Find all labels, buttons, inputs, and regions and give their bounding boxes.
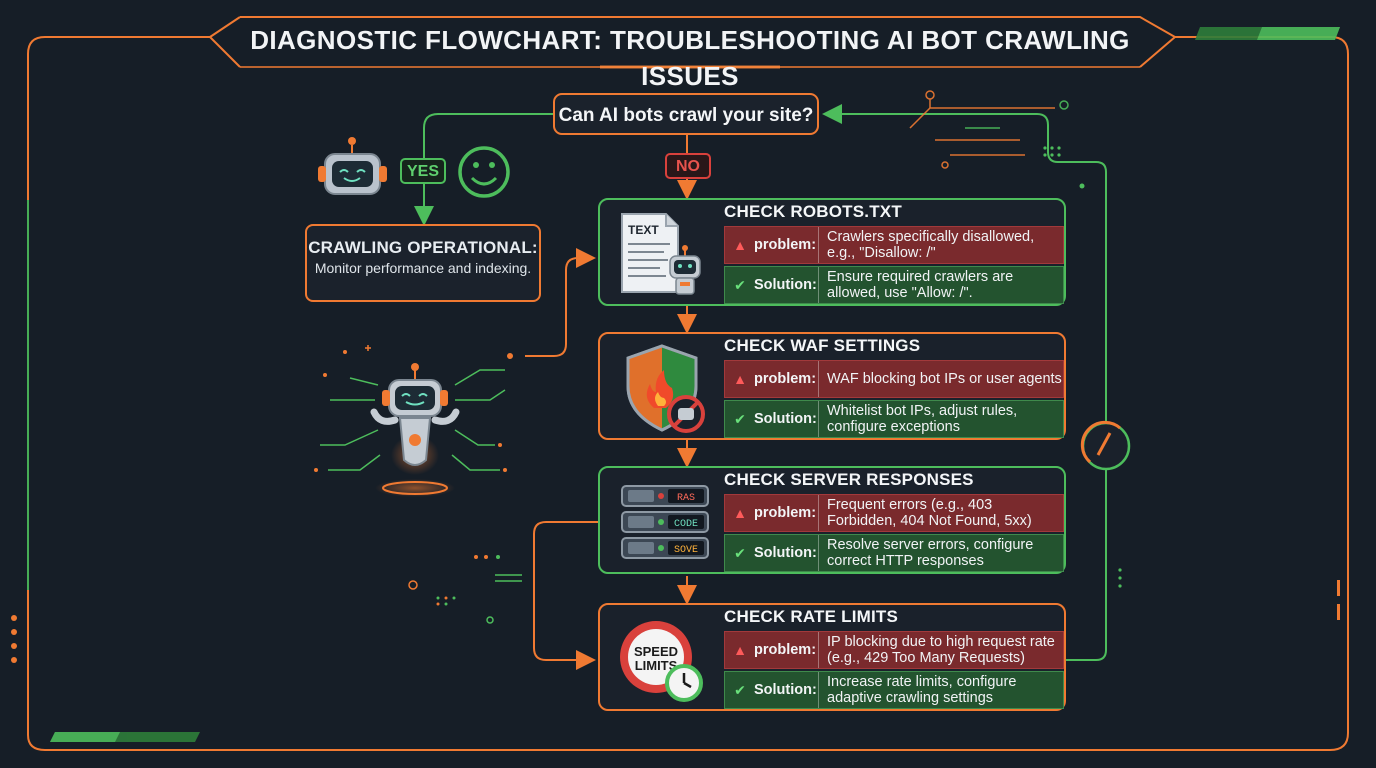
warning-icon: ▲: [733, 642, 747, 658]
problem-row: ▲ problem: IP blocking due to high reques…: [724, 631, 1064, 669]
problem-text: IP blocking due to high request rate (e.…: [827, 634, 1055, 666]
problem-label: problem:: [754, 371, 817, 387]
solution-text: Ensure required crawlers are allowed, us…: [827, 269, 1014, 301]
problem-row: ▲ problem: Frequent errors (e.g., 403 For…: [724, 494, 1064, 532]
step-check-waf-settings: CHECK WAF SETTINGS ▲ problem: WAF blockin…: [598, 332, 1066, 440]
problem-label: problem:: [754, 505, 817, 521]
checkmark-icon: ✔: [734, 276, 746, 293]
question-box: Can AI bots crawl your site?: [553, 93, 819, 135]
server-label-3: SOVE: [674, 545, 698, 556]
solution-label: Solution:: [754, 411, 817, 427]
step-title: CHECK WAF SETTINGS: [724, 336, 921, 355]
solution-text: Whitelist bot IPs, adjust rules, configu…: [827, 403, 1018, 435]
server-label-1: RAS: [677, 493, 695, 504]
problem-label: problem:: [754, 642, 817, 658]
warning-icon: ▲: [733, 237, 747, 253]
operational-title: CRAWLING OPERATIONAL:: [308, 238, 538, 257]
gauge-icon: [1080, 420, 1131, 471]
solution-label: Solution:: [754, 682, 817, 698]
step-check-rate-limits: SPEED LIMITS CHECK RATE LIMITS ▲ problem:…: [598, 603, 1066, 711]
side-dots: [11, 580, 1340, 663]
limits-text: LIMITS: [635, 658, 678, 673]
solution-row: ✔ Solution: Increase rate limits, configu…: [724, 671, 1064, 709]
yes-label: YES: [400, 158, 446, 184]
solution-row: ✔ Solution: Whitelist bot IPs, adjust rul…: [724, 400, 1064, 438]
warning-icon: ▲: [733, 371, 747, 387]
robot-head-icon: [318, 137, 387, 195]
page-title: DIAGNOSTIC FLOWCHART: TROUBLESHOOTING AI…: [250, 25, 1130, 91]
step-check-robots-txt: TEXT CHECK ROBOTS.TXT ▲ problem: Crawlers…: [598, 198, 1066, 306]
robot-mascot-icon: [314, 345, 513, 497]
left-decor: [408, 555, 1122, 624]
problem-text: Crawlers specifically disallowed, e.g., …: [827, 229, 1035, 261]
solution-text: Increase rate limits, configure adaptive…: [827, 674, 1017, 706]
text-document-robot-icon: TEXT: [621, 213, 701, 295]
operational-description: Monitor performance and indexing.: [314, 260, 532, 276]
smiley-icon: [458, 146, 510, 198]
problem-text: Frequent errors (e.g., 403 Forbidden, 40…: [827, 497, 1032, 529]
step-check-server-responses: RAS CODE SOVE CHECK SERVER RESPONSES ▲ pr…: [598, 466, 1066, 574]
step-title: CHECK SERVER RESPONSES: [724, 470, 974, 489]
solution-label: Solution:: [754, 277, 817, 293]
checkmark-icon: ✔: [734, 544, 746, 561]
decor-stripes: [50, 27, 1340, 742]
checkmark-icon: ✔: [734, 410, 746, 427]
problem-text: WAF blocking bot IPs or user agents: [827, 371, 1062, 387]
server-label-2: CODE: [674, 519, 698, 530]
shield-fire-icon: [626, 344, 705, 433]
step-title: CHECK ROBOTS.TXT: [724, 202, 902, 221]
speed-text: SPEED: [634, 644, 678, 659]
no-label: NO: [665, 153, 711, 179]
problem-row: ▲ problem: Crawlers specifically disallow…: [724, 226, 1064, 264]
solution-row: ✔ Solution: Ensure required crawlers are …: [724, 266, 1064, 304]
problem-row: ▲ problem: WAF blocking bot IPs or user a…: [724, 360, 1064, 398]
solution-text: Resolve server errors, configure correct…: [827, 537, 1034, 569]
step-title: CHECK RATE LIMITS: [724, 607, 899, 626]
problem-label: problem:: [754, 237, 817, 253]
solution-label: Solution:: [754, 545, 817, 561]
crawling-operational-box: CRAWLING OPERATIONAL: Monitor performanc…: [305, 224, 541, 302]
outer-frame: [27, 16, 1349, 751]
warning-icon: ▲: [733, 505, 747, 521]
document-text-label: TEXT: [628, 223, 659, 237]
server-rack-icon: RAS CODE SOVE: [621, 485, 709, 559]
speed-limit-clock-icon: SPEED LIMITS: [620, 621, 703, 702]
circuit-decor-top: [909, 90, 1069, 169]
solution-row: ✔ Solution: Resolve server errors, config…: [724, 534, 1064, 572]
checkmark-icon: ✔: [734, 681, 746, 698]
